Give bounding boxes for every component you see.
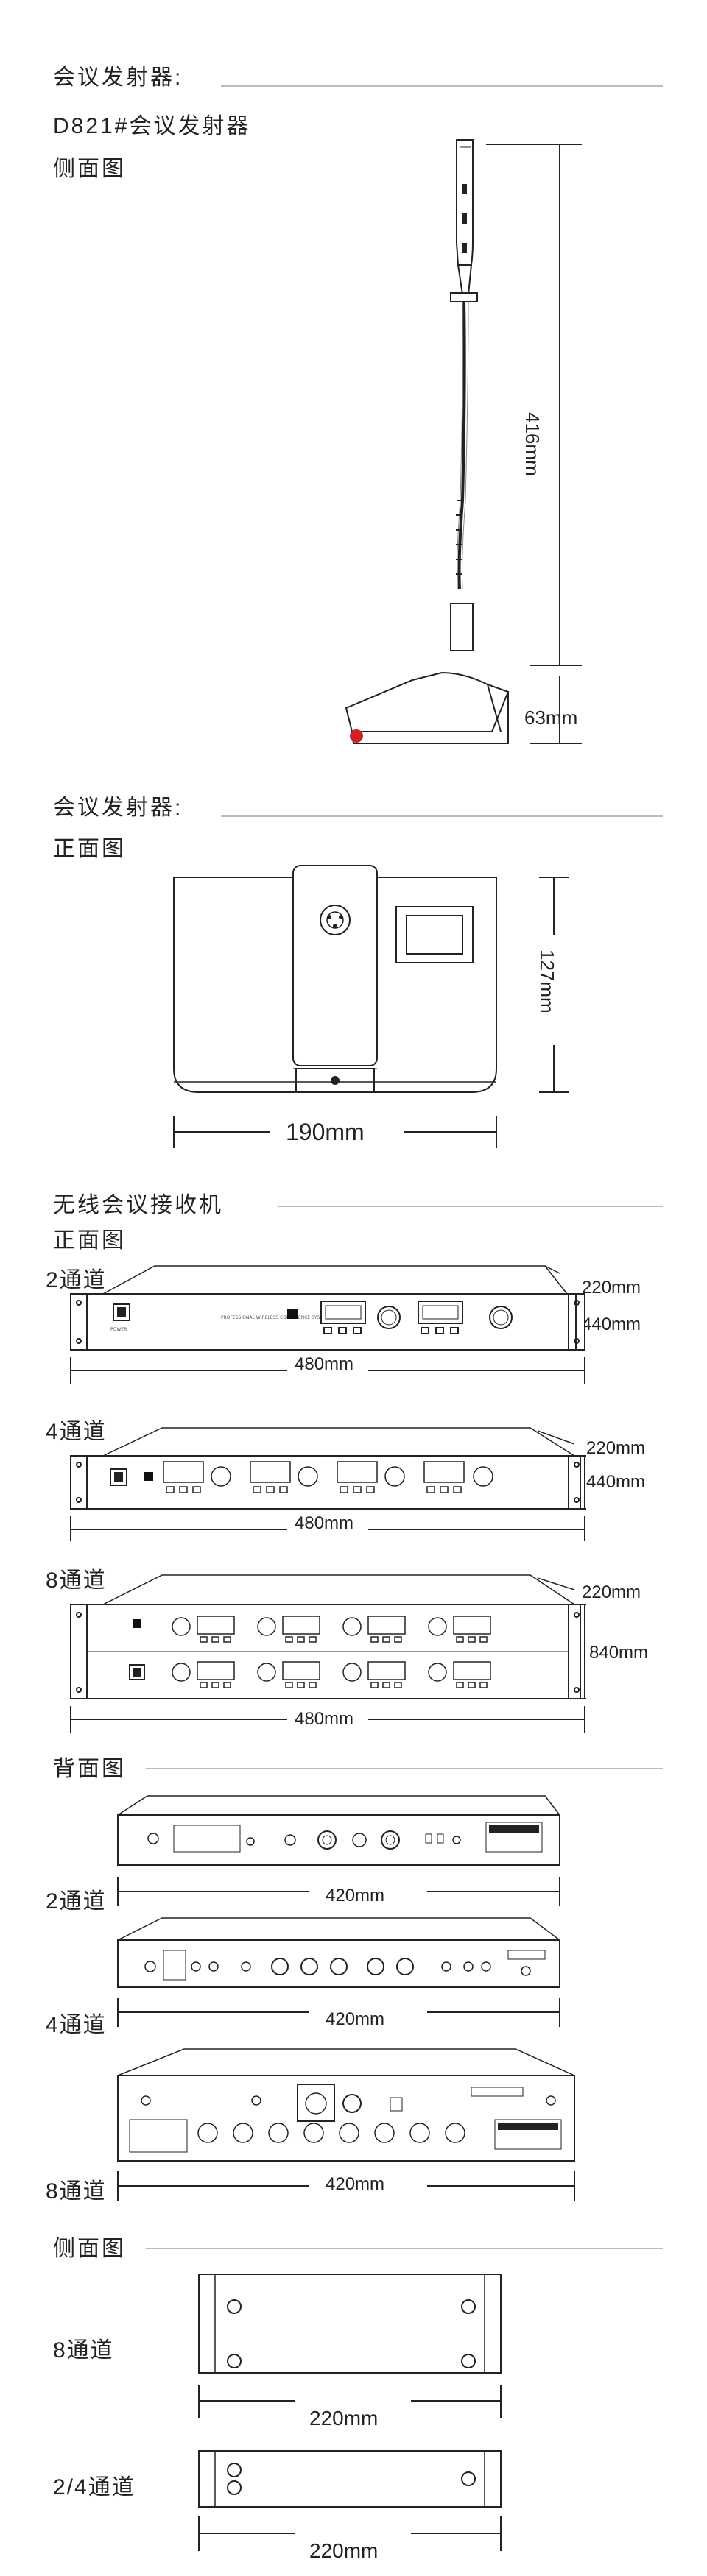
side-8ch-drawing (198, 2274, 502, 2418)
receiver-4ch-depth-dim: 220mm (586, 1438, 646, 1458)
divider (221, 85, 663, 87)
transmitter-front-width-dim: 190mm (286, 1119, 365, 1145)
transmitter-front-heading: 会议发射器: (53, 796, 183, 820)
receiver-4ch-label: 4通道 (46, 1420, 107, 1444)
receiver-2ch-depth-dim: 220mm (582, 1278, 641, 1298)
back-8ch-label: 8通道 (46, 2179, 107, 2204)
back-4ch-label: 4通道 (46, 2013, 107, 2037)
transmitter-front-view-label: 正面图 (53, 837, 126, 861)
receiver-8ch-label: 8通道 (46, 1568, 107, 1593)
divider (278, 1206, 663, 1207)
back-2ch-label: 2通道 (46, 1889, 107, 1914)
svg-text:POWER: POWER (110, 1327, 127, 1332)
receiver-4ch-front-drawing (70, 1427, 586, 1541)
receiver-2ch-height-dim: 440mm (582, 1314, 641, 1334)
transmitter-side-heading: 会议发射器: (53, 66, 183, 90)
side-24ch-label: 2/4通道 (53, 2475, 136, 2499)
side-8ch-width-dim: 220mm (309, 2407, 379, 2430)
receiver-2ch-width-dim: 480mm (295, 1354, 354, 1374)
receiver-4ch-height-dim: 440mm (586, 1472, 646, 1492)
back-4ch-drawing (117, 1917, 560, 2027)
receiver-side-view-label: 侧面图 (53, 2237, 126, 2261)
receiver-8ch-height-dim: 840mm (589, 1643, 649, 1663)
back-8ch-width-dim: 420mm (326, 2174, 385, 2194)
transmitter-side-view-label: 侧面图 (53, 157, 126, 181)
divider (221, 815, 663, 817)
receiver-4ch-width-dim: 480mm (295, 1513, 354, 1533)
receiver-front-view-label: 正面图 (53, 1228, 126, 1253)
transmitter-base-dim: 63mm (524, 707, 578, 729)
receiver-front-heading: 无线会议接收机 (53, 1193, 223, 1217)
svg-text:PROFESSIONAL WIRELESS CONFEREN: PROFESSIONAL WIRELESS CONFERENCE SYSTEM (221, 1315, 329, 1320)
receiver-8ch-depth-dim: 220mm (582, 1582, 641, 1602)
transmitter-model-title: D821#会议发射器 (53, 114, 251, 138)
back-8ch-drawing (117, 2048, 575, 2201)
receiver-2ch-front-drawing: POWER PROFESSIONAL WIRELESS CONFERENCE S… (70, 1265, 585, 1384)
divider (146, 2248, 663, 2249)
transmitter-front-drawing (173, 865, 569, 1148)
side-24ch-width-dim: 220mm (309, 2539, 379, 2562)
receiver-back-view-label: 背面图 (53, 1757, 126, 1781)
transmitter-side-drawing (345, 139, 582, 744)
receiver-2ch-label: 2通道 (46, 1268, 107, 1292)
back-2ch-drawing (117, 1795, 560, 1906)
divider (146, 1768, 663, 1769)
receiver-8ch-width-dim: 480mm (295, 1709, 354, 1729)
receiver-8ch-front-drawing (70, 1574, 586, 1733)
back-4ch-width-dim: 420mm (326, 2009, 385, 2029)
back-2ch-width-dim: 420mm (326, 1886, 385, 1906)
side-24ch-drawing (198, 2450, 502, 2551)
side-8ch-label: 8通道 (53, 2338, 114, 2363)
